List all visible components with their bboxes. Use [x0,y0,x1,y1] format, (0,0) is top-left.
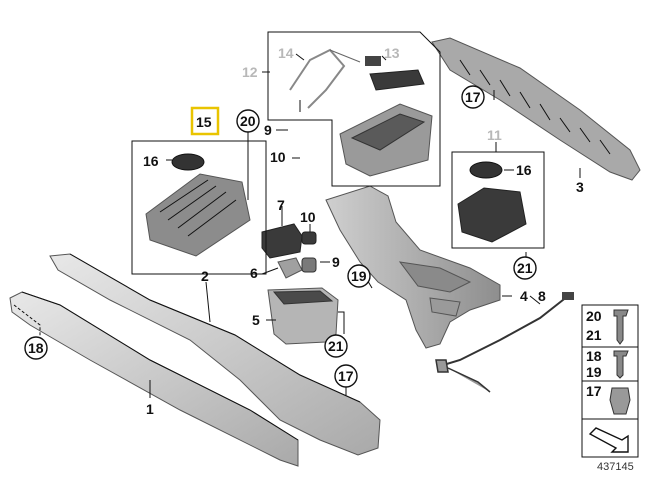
label-2: 2 [201,268,209,284]
label-8: 8 [538,288,546,304]
part-13-button [365,56,381,66]
label-15: 15 [196,114,212,130]
part-3-right-trim-ribs [459,59,611,155]
label-20: 20 [240,113,256,129]
part-8-connector-bottom [435,359,491,393]
part-12-tray-inside [350,113,426,151]
part-14-bracket [289,48,346,112]
label-6: 6 [250,265,258,281]
part-15-bin-ribs [159,179,237,237]
part-13-switch [369,69,425,91]
part-6-insert [277,257,303,279]
label-15-highlight [190,106,220,136]
label-3: 3 [576,179,584,195]
label-4: 4 [520,288,528,304]
label-11: 11 [487,127,502,143]
clip-icon-17 [609,387,631,415]
legend-18: 18 [586,348,602,364]
label-14: 14 [278,45,294,61]
label-19: 19 [351,268,367,284]
legend-20: 20 [586,308,602,324]
part-15-bin [145,173,251,257]
label-12: 12 [242,64,258,80]
group-11-box [451,151,545,249]
label-1: 1 [146,401,154,417]
label-16-left: 16 [143,153,159,169]
label-16-right: 16 [516,162,532,178]
label-13: 13 [384,45,400,61]
fastener-legend: 20 21 18 19 17 [581,304,639,458]
circled-labels: 20 17 21 19 21 17 18 [24,85,537,388]
part-7-cover [261,223,303,259]
part-10-lower-socket [301,231,317,245]
part-16-mat-right [469,161,503,179]
part-2-center-trim-edge [69,253,361,403]
part-8-cable [439,295,569,367]
direction-arrow-icon [588,427,629,453]
part-18-clip-lead [13,304,41,336]
part-4-console-opening [398,261,472,293]
group-12-box [267,31,441,187]
part-5-tray-lead [338,311,345,334]
part-14-cable [329,49,361,63]
part-4-console-opening-2 [429,297,461,317]
label-9-top: 9 [264,122,272,138]
part-1-left-trim-edge [21,291,299,441]
label-7: 7 [277,197,285,213]
label-5: 5 [252,312,260,328]
part-11-holder [457,187,527,243]
label-18: 18 [28,340,44,356]
part-5-tray-inside [272,290,334,305]
diagram-id: 437145 [597,461,634,473]
part-8-connector-top [562,292,574,300]
number-labels: 1 2 3 4 5 6 7 8 9 9 10 10 11 12 13 14 16… [143,45,584,417]
part-9-lower-socket [301,257,317,273]
legend-17: 17 [586,383,602,399]
group-15-box [131,140,267,275]
label-21-center: 21 [328,338,344,354]
label-10-top: 10 [270,149,286,165]
part-16-mat-left [171,153,205,171]
label-21-right: 21 [517,260,533,276]
label-17-bottom: 17 [338,368,354,384]
screw-icon-18 [613,350,629,379]
screw-icon-20 [613,309,629,345]
label-17-top: 17 [465,89,481,105]
label-9-bottom: 9 [332,254,340,270]
legend-19: 19 [586,364,602,380]
legend-21: 21 [586,327,602,343]
label-10-bottom: 10 [300,209,316,225]
part-3-right-trim [431,37,641,181]
